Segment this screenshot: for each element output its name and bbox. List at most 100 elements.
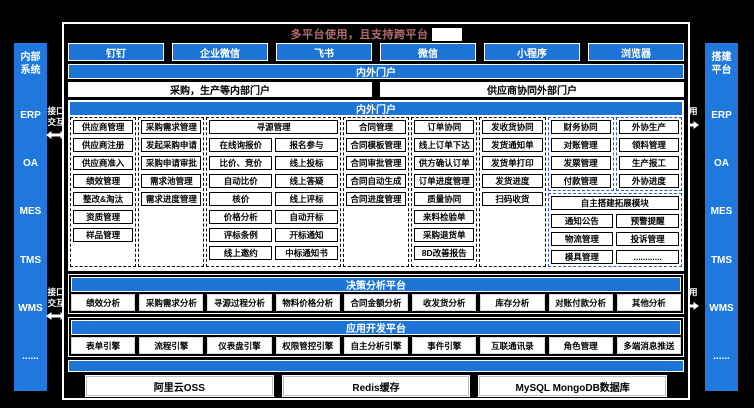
module-cell: 合同进度管理 — [345, 192, 407, 206]
module-cell: 线上答疑 — [275, 174, 338, 188]
diagram-title: 多平台使用，且支持跨平台 — [290, 29, 429, 41]
engine-cell: 互联通讯录 — [480, 337, 545, 354]
module-cell: 中标通知书 — [275, 246, 338, 260]
portal-boxes-row: 采购，生产等内部门户 供应商协同外部门户 — [68, 82, 684, 97]
module-cell: 发货通知单 — [482, 138, 543, 152]
module-cell: 开标通知 — [275, 228, 338, 242]
module-cell: 在线询报价 — [209, 138, 273, 152]
decision-analysis-items: 绩效分析 采购需求分析 寻源过程分析 物料价格分析 合同金额分析 收发货分析 库… — [71, 294, 681, 311]
portal-modules-header: 内外门户 — [70, 102, 682, 116]
internal-systems-sidebar: 内部系统 ERP OA MES TMS WMS ...... — [14, 43, 47, 391]
diagram-title-row: 多平台使用，且支持跨平台 — [68, 26, 684, 42]
app-development-panel: 应用开发平台 表单引擎 流程引擎 仪表盘引擎 权限管控引擎 自主分析引擎 事件引… — [68, 317, 684, 357]
external-portal-box: 供应商协同外部门户 — [380, 82, 684, 97]
module-cell: 通知公告 — [550, 214, 614, 228]
supplier-management-column: 供应商管理 供应商注册 供应商准入 绩效管理 整改&淘汰 资质管理 样品管理 — [70, 117, 137, 267]
module-cell: 线上邀约 — [209, 246, 273, 260]
bidirectional-arrow-icon — [46, 312, 66, 321]
portal-modules-panel: 内外门户 供应商管理 供应商注册 供应商准入 绩效管理 整改&淘汰 资质管理 样… — [68, 100, 684, 271]
module-cell: 供方确认订单 — [414, 156, 475, 170]
shipping-receiving-column: 发收货协同 发货通知单 发货单打印 发货进度 扫码收货 — [479, 117, 546, 267]
platform-wecom: 企业微信 — [172, 43, 268, 61]
purchase-demand-column: 采购需求管理 发起采购申请 采购申请审批 需求池管理 需求进度管理 — [138, 117, 205, 267]
module-cell: 核价 — [209, 192, 273, 206]
interface-connector-label: 接口交互 — [47, 106, 65, 127]
module-cell: 线上评标 — [275, 192, 338, 206]
module-cell: 付款管理 — [550, 174, 611, 188]
module-cell: 外协生产 — [618, 120, 680, 134]
app-development-items: 表单引擎 流程引擎 仪表盘引擎 权限管控引擎 自主分析引擎 事件引擎 互联通讯录… — [71, 337, 681, 354]
module-cell: 订单协同 — [414, 120, 475, 134]
module-cell: 价格分析 — [209, 210, 273, 224]
contract-management-column: 合同管理 合同模板管理 合同审批管理 合同自动生成 合同进度管理 — [342, 117, 410, 267]
analysis-cell: 采购需求分析 — [139, 294, 204, 311]
module-cell: 采购退货单 — [414, 228, 475, 242]
engine-cell: 流程引擎 — [139, 337, 204, 354]
module-cell: 外协进度 — [618, 174, 680, 188]
engine-cell: 自主分析引擎 — [343, 337, 409, 354]
decision-analysis-header: 决策分析平台 — [71, 277, 681, 292]
sidebar-item-wms: WMS — [18, 302, 43, 314]
module-cell: 财务协同 — [550, 120, 611, 134]
app-development-header: 应用开发平台 — [71, 320, 681, 335]
module-cell: 合同模板管理 — [345, 138, 407, 152]
platform-wechat: 微信 — [380, 43, 476, 61]
order-collaboration-column: 订单协同 线上订单下达 供方确认订单 订单进度管理 质量协同 来料检验单 采购退… — [411, 117, 478, 267]
engine-cell: 权限管控引擎 — [275, 337, 340, 354]
finance-outsourcing-area: 财务协同 对账管理 发票管理 付款管理 外协生产 领料管理 生产报工 外协进度 … — [547, 117, 683, 267]
build-platform-sidebar: 搭建平台 ERP OA MES TMS WMS ...... — [705, 43, 738, 391]
sidebar-item-more: ...... — [22, 351, 39, 363]
engine-cell: 表单引擎 — [71, 337, 136, 354]
internal-portal-box: 采购，生产等内部门户 — [68, 82, 372, 97]
module-cell: 报名参与 — [275, 138, 338, 152]
module-cell: 需求进度管理 — [141, 192, 202, 206]
sourcing-management-column: 寻源管理 在线询报价报名参与 比价、竞价线上投标 自动比价线上答疑 核价线上评标… — [206, 117, 341, 267]
module-cell: 供应商管理 — [73, 120, 134, 134]
engine-cell: 多端消息推送 — [616, 337, 681, 354]
redis-cache-box: Redis缓存 — [281, 375, 471, 397]
engine-cell: 角色管理 — [548, 337, 613, 354]
module-cell: 采购需求管理 — [141, 120, 202, 134]
portal-modules-grid: 供应商管理 供应商注册 供应商准入 绩效管理 整改&淘汰 资质管理 样品管理 采… — [70, 115, 683, 269]
module-cell: 扫码收货 — [482, 192, 543, 206]
module-cell: 寻源管理 — [209, 120, 338, 134]
analysis-cell: 合同金额分析 — [343, 294, 409, 311]
engine-cell: 仪表盘引擎 — [207, 337, 272, 354]
module-cell: 投诉管理 — [616, 232, 680, 246]
module-cell: 评标条例 — [209, 228, 273, 242]
sidebar-item-mes: MES — [710, 206, 733, 218]
module-cell: 质量协同 — [414, 192, 475, 206]
sidebar-item-wms: WMS — [709, 302, 734, 314]
internal-systems-list: ERP OA MES TMS WMS ...... — [14, 77, 47, 391]
module-cell: 8D改善报告 — [414, 246, 475, 260]
decision-analysis-panel: 决策分析平台 绩效分析 采购需求分析 寻源过程分析 物料价格分析 合同金额分析 … — [68, 274, 684, 314]
analysis-cell: 物料价格分析 — [275, 294, 340, 311]
module-cell: 自动开标 — [275, 210, 338, 224]
platform-feishu: 飞书 — [276, 43, 372, 61]
module-cell: 订单进度管理 — [414, 174, 475, 188]
bidirectional-arrow-icon — [46, 131, 66, 140]
module-cell: 资质管理 — [73, 210, 134, 224]
sidebar-item-tms: TMS — [710, 254, 733, 266]
module-cell: 需求池管理 — [141, 174, 202, 188]
sidebar-item-oa: OA — [714, 157, 729, 169]
module-cell: 绩效管理 — [73, 174, 134, 188]
interface-connector-label: 接口交互 — [47, 287, 65, 308]
module-cell: 供应商注册 — [73, 138, 134, 152]
analysis-cell: 收发货分析 — [412, 294, 477, 311]
module-cell: 自动比价 — [209, 174, 273, 188]
platform-browser: 浏览器 — [588, 43, 684, 61]
module-cell: 合同审批管理 — [345, 156, 407, 170]
platform-miniprogram: 小程序 — [484, 43, 580, 61]
module-cell: ............ — [616, 250, 680, 264]
platform-entry-row: 钉钉 企业微信 飞书 微信 小程序 浏览器 — [68, 43, 684, 61]
platform-diagram-frame: 多平台使用，且支持跨平台 钉钉 企业微信 飞书 微信 小程序 浏览器 内外门户 … — [62, 22, 690, 400]
module-cell: 比价、竞价 — [209, 156, 273, 170]
analysis-cell: 库存分析 — [480, 294, 545, 311]
module-cell: 发票管理 — [550, 156, 611, 170]
module-cell: 发收货协同 — [482, 120, 543, 134]
module-cell: 合同管理 — [345, 120, 407, 134]
module-cell: 整改&淘汰 — [73, 192, 134, 206]
empty-blue-bar — [68, 360, 684, 372]
finance-collaboration-column: 财务协同 对账管理 发票管理 付款管理 — [547, 117, 614, 191]
